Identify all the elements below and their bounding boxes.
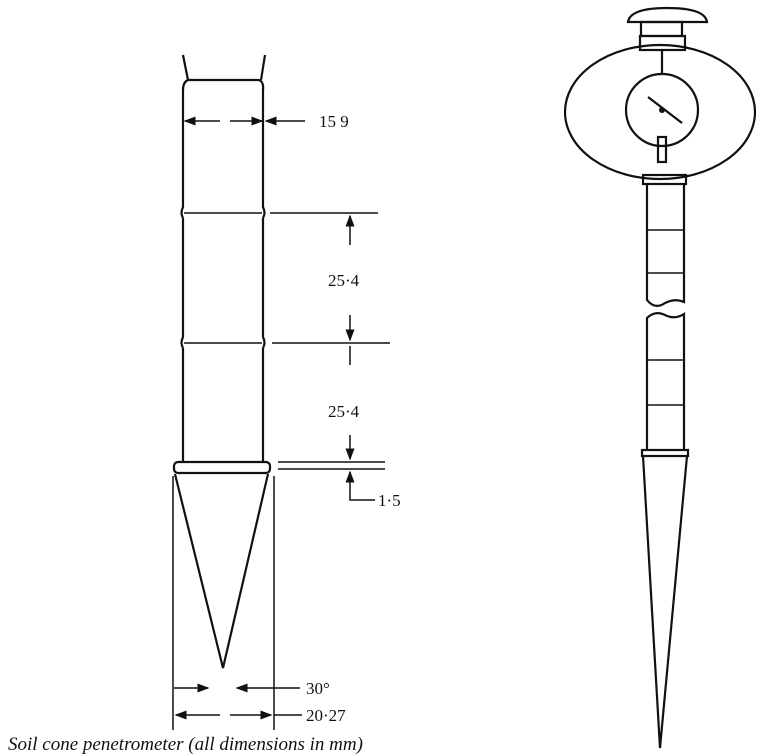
figure-caption: Soil cone penetrometer (all dimensions i… [8, 734, 363, 754]
handle-cap [626, 6, 709, 24]
penetrometer-assembly [563, 6, 757, 749]
rod-upper [645, 184, 686, 307]
cone-detail-drawing: 15 9 25·4 25·4 1·5 30° 20·27 [172, 54, 401, 730]
dim-cone-angle: 30° [306, 679, 330, 698]
proving-ring [563, 43, 757, 181]
cone [173, 473, 270, 669]
dim-segment-2: 25·4 [328, 402, 360, 421]
rod-top-break [181, 54, 267, 81]
rod-segment-2 [180, 218, 266, 349]
dim-rod-diameter: 15 9 [319, 112, 349, 131]
dim-collar: 1·5 [378, 491, 401, 510]
handle-base [638, 34, 687, 52]
rod-collar [641, 173, 688, 186]
rod-segment-1 [180, 78, 266, 219]
handle-neck [639, 20, 684, 38]
dim-segment-1: 25·4 [328, 271, 360, 290]
dim-cone-diameter: 20·27 [306, 706, 346, 725]
rod-segment-3 [181, 348, 265, 462]
cone-tip [641, 455, 689, 749]
cone-collar [172, 460, 272, 475]
plunger [656, 135, 668, 164]
dial-gauge-icon [624, 72, 700, 148]
rod-lower [645, 311, 686, 450]
cone-collar [640, 448, 690, 458]
leader-line [349, 490, 375, 501]
